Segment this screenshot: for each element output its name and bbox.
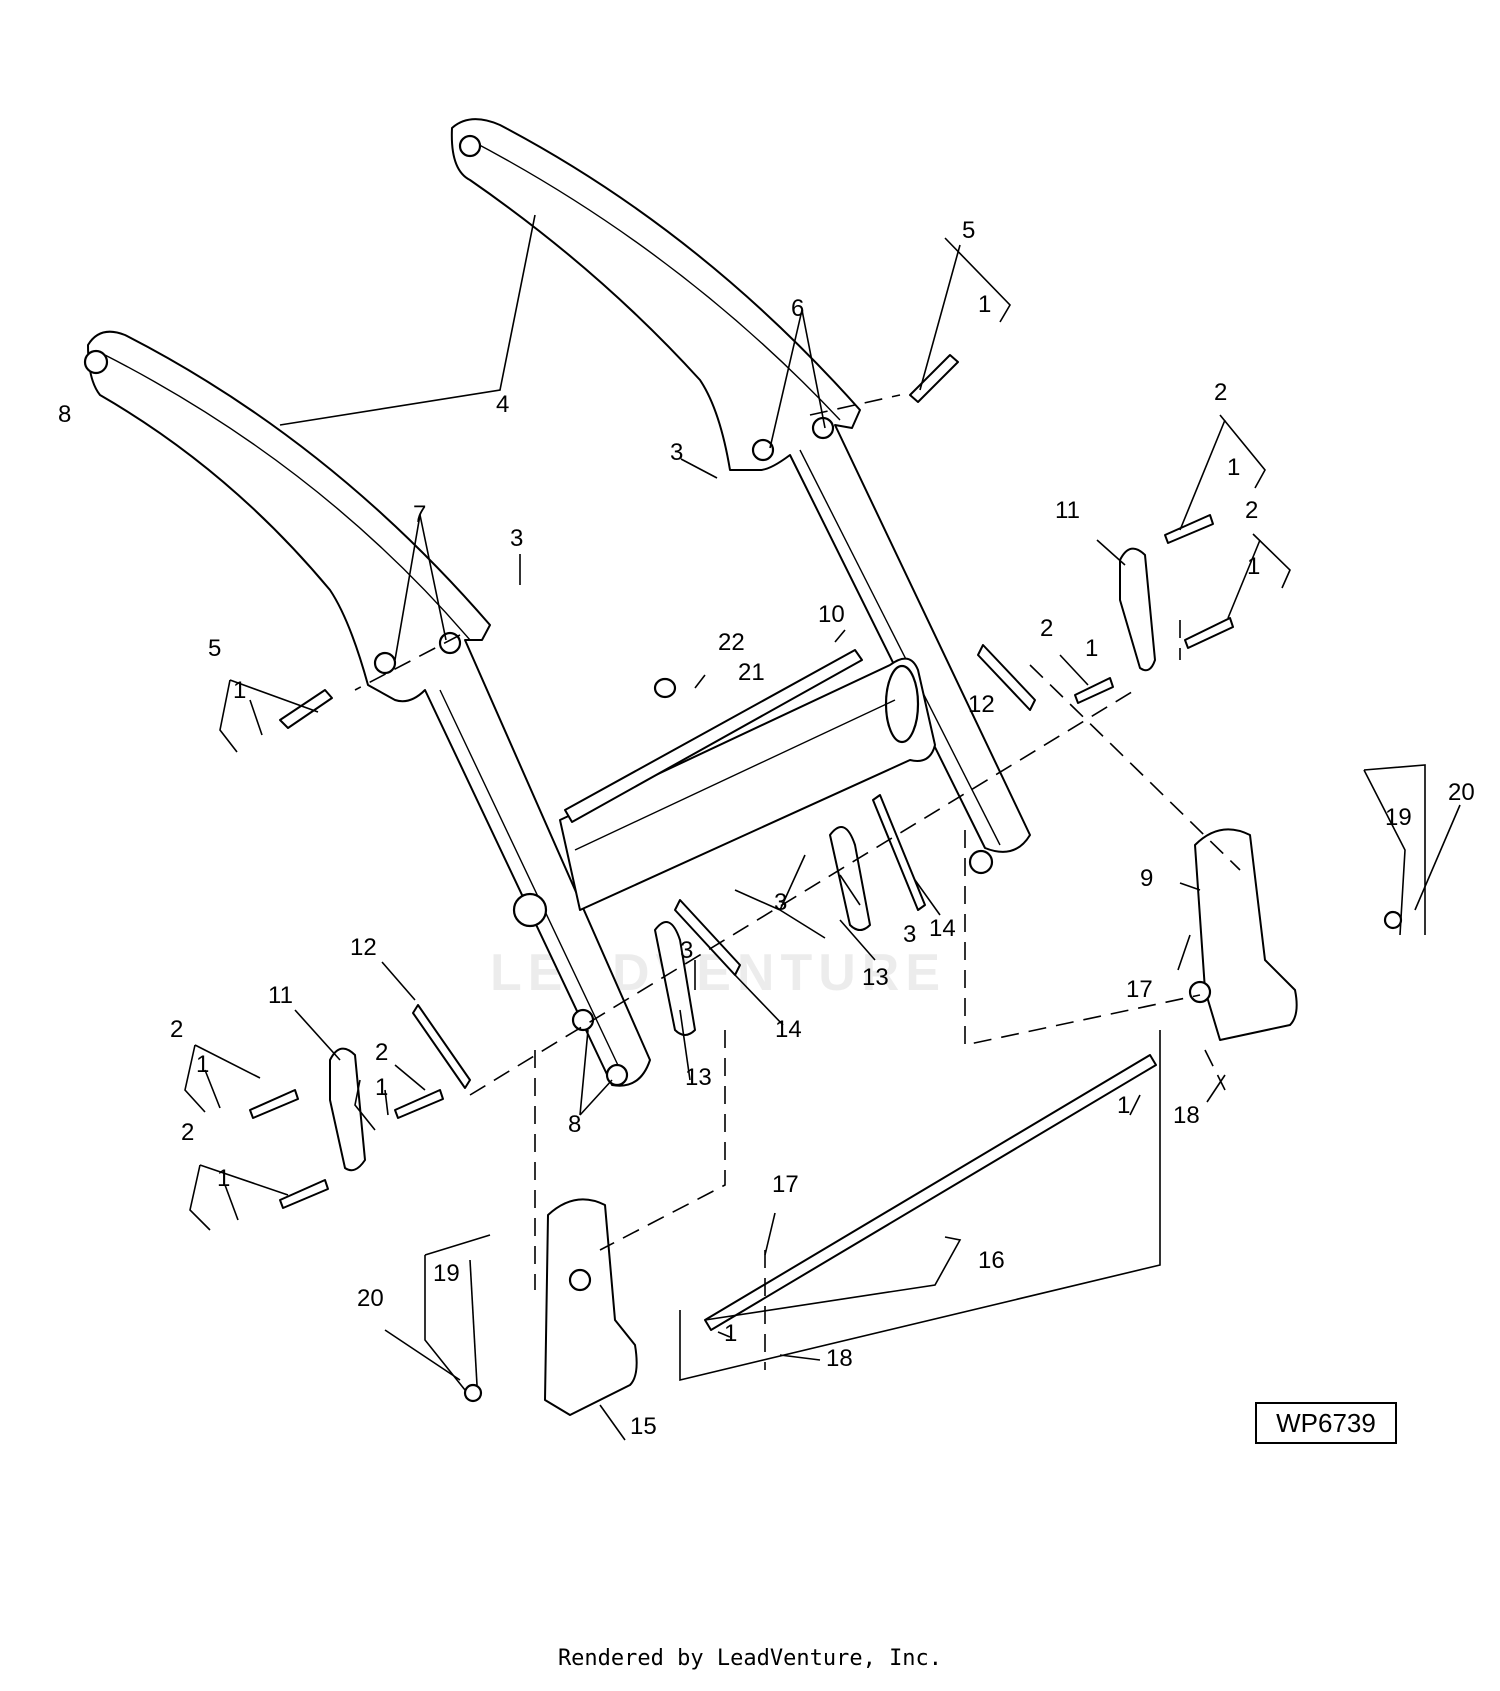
callout-1: 1 [375, 1074, 388, 1101]
callout-18: 18 [826, 1345, 853, 1372]
callout-10: 10 [818, 601, 845, 628]
cross-tube [559, 657, 936, 911]
callout-8: 8 [568, 1111, 581, 1138]
callout-3: 3 [510, 525, 523, 552]
callout-1: 1 [217, 1165, 230, 1192]
callout-3: 3 [670, 439, 683, 466]
callout-2: 2 [1214, 379, 1227, 406]
callout-20: 20 [1448, 779, 1475, 806]
callout-12: 12 [350, 934, 377, 961]
callout-6: 6 [791, 295, 804, 322]
callout-16: 16 [978, 1247, 1005, 1274]
callout-4: 4 [496, 391, 509, 418]
leader-lines [184, 214, 1461, 1441]
callout-15: 15 [630, 1413, 657, 1440]
callout-19: 19 [433, 1260, 460, 1287]
callout-1: 1 [233, 677, 246, 704]
callout-9: 9 [1140, 865, 1153, 892]
callout-17: 17 [1126, 976, 1153, 1003]
callout-2: 2 [170, 1016, 183, 1043]
callout-1: 1 [724, 1320, 737, 1347]
callout-3: 3 [903, 921, 916, 948]
callout-11: 11 [268, 982, 293, 1009]
callout-2: 2 [1245, 497, 1258, 524]
callout-21: 21 [738, 659, 765, 686]
figure-reference-label: WP6739 [1255, 1402, 1397, 1444]
boom-arm-front [83, 330, 651, 1087]
callout-5: 5 [208, 635, 221, 662]
callout-11: 11 [1055, 497, 1080, 524]
callout-2: 2 [181, 1119, 194, 1146]
callout-2: 2 [375, 1039, 388, 1066]
boom-arm-rear [450, 118, 1031, 875]
callout-14: 14 [775, 1016, 802, 1043]
callout-13: 13 [685, 1064, 712, 1091]
callout-1: 1 [1117, 1092, 1130, 1119]
callout-14: 14 [929, 915, 956, 942]
callout-18: 18 [1173, 1102, 1200, 1129]
callout-1: 1 [1085, 635, 1098, 662]
callouts: 5 1 6 3 4 8 7 3 5 1 2 1 11 2 1 2 1 10 22… [58, 217, 1475, 1440]
callout-1: 1 [1227, 454, 1240, 481]
rod-10 [564, 649, 863, 823]
callout-3: 3 [680, 937, 693, 964]
callout-17: 17 [772, 1171, 799, 1198]
callout-19: 19 [1385, 804, 1412, 831]
clips [463, 677, 1403, 1403]
mounting-bracket-15 [544, 1198, 638, 1416]
bushings [373, 416, 835, 1087]
callout-2: 2 [1040, 615, 1053, 642]
callout-20: 20 [357, 1285, 384, 1312]
callout-22: 22 [718, 629, 745, 656]
callout-1: 1 [1247, 553, 1260, 580]
callout-1: 1 [978, 291, 991, 318]
callout-13: 13 [862, 964, 889, 991]
mounting-bracket-9 [1188, 828, 1298, 1041]
pins [249, 354, 1234, 1331]
callout-5: 5 [962, 217, 975, 244]
assembly-lines [354, 394, 1241, 1370]
footer-credit: Rendered by LeadVenture, Inc. [557, 1646, 943, 1671]
callout-3: 3 [774, 889, 787, 916]
callout-7: 7 [413, 501, 426, 528]
callout-12: 12 [968, 691, 995, 718]
callout-8: 8 [58, 401, 71, 428]
callout-1: 1 [196, 1051, 209, 1078]
